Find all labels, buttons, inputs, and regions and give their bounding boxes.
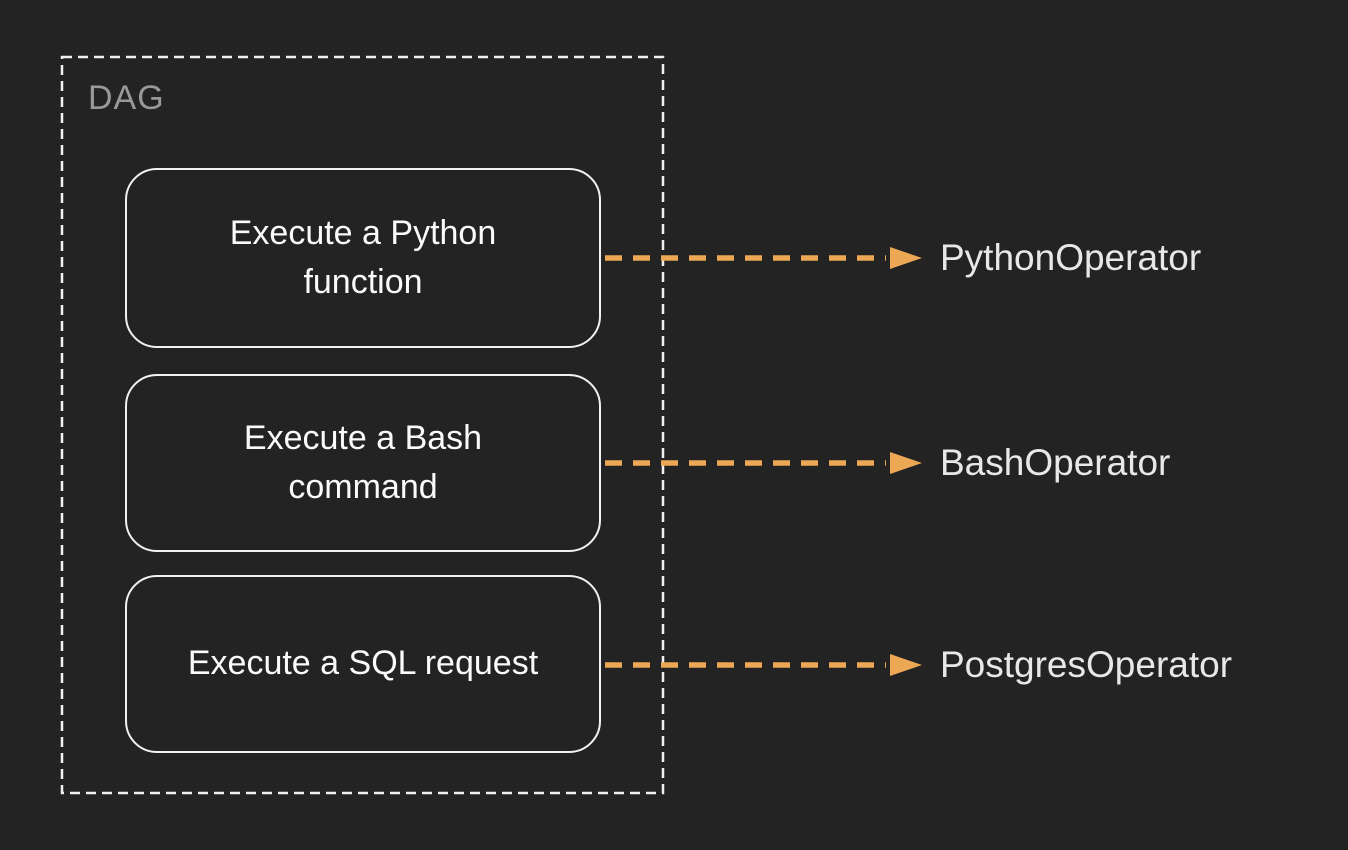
task-node-bash: Execute a Bash command: [125, 374, 601, 552]
task-node-sql: Execute a SQL request: [125, 575, 601, 753]
task-node-bash-label: Execute a Bash command: [243, 418, 483, 506]
dag-label: DAG: [88, 79, 165, 117]
operator-label-postgres: PostgresOperator: [940, 644, 1233, 685]
task-node-python-label: Execute a Python function: [229, 213, 497, 301]
arrow-python-operator: [605, 247, 922, 269]
task-node-python: Execute a Python function: [125, 168, 601, 348]
operator-label-python: PythonOperator: [940, 237, 1202, 278]
task-node-sql-label: Execute a SQL request: [187, 644, 539, 683]
arrowhead-icon: [890, 247, 922, 269]
operator-label-bash: BashOperator: [940, 442, 1171, 483]
arrow-bash-operator: [605, 452, 922, 474]
arrowhead-icon: [890, 452, 922, 474]
arrow-postgres-operator: [605, 654, 922, 676]
arrowhead-icon: [890, 654, 922, 676]
